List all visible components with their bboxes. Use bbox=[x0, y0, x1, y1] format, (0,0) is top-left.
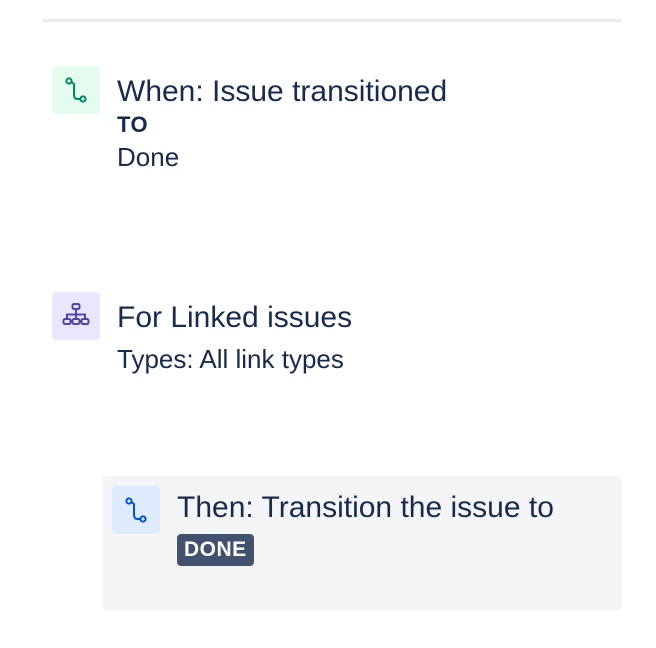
trigger-text: When: Issue transitioned TO Done bbox=[117, 74, 447, 174]
trigger-title: When: Issue transitioned bbox=[117, 75, 448, 108]
transition-icon bbox=[125, 497, 147, 523]
transition-icon bbox=[65, 77, 87, 103]
action-title: Then: Transition the issue to bbox=[177, 491, 554, 524]
trigger-to-value: Done bbox=[117, 142, 180, 172]
branch-text: For Linked issues Types: All link types bbox=[117, 300, 352, 376]
trigger-icon-box bbox=[52, 66, 100, 114]
status-lozenge: DONE bbox=[177, 534, 254, 566]
branch-types: Types: All link types bbox=[117, 344, 344, 374]
action-component[interactable]: Then: Transition the issue to DONE bbox=[102, 476, 622, 611]
top-divider bbox=[42, 19, 622, 22]
branch-title: For Linked issues bbox=[117, 301, 353, 334]
action-icon-box bbox=[112, 486, 160, 534]
trigger-to-label: TO bbox=[117, 112, 149, 137]
branch-icon-box bbox=[52, 292, 100, 340]
action-text: Then: Transition the issue to DONE bbox=[177, 488, 597, 566]
branch-icon bbox=[62, 303, 90, 325]
